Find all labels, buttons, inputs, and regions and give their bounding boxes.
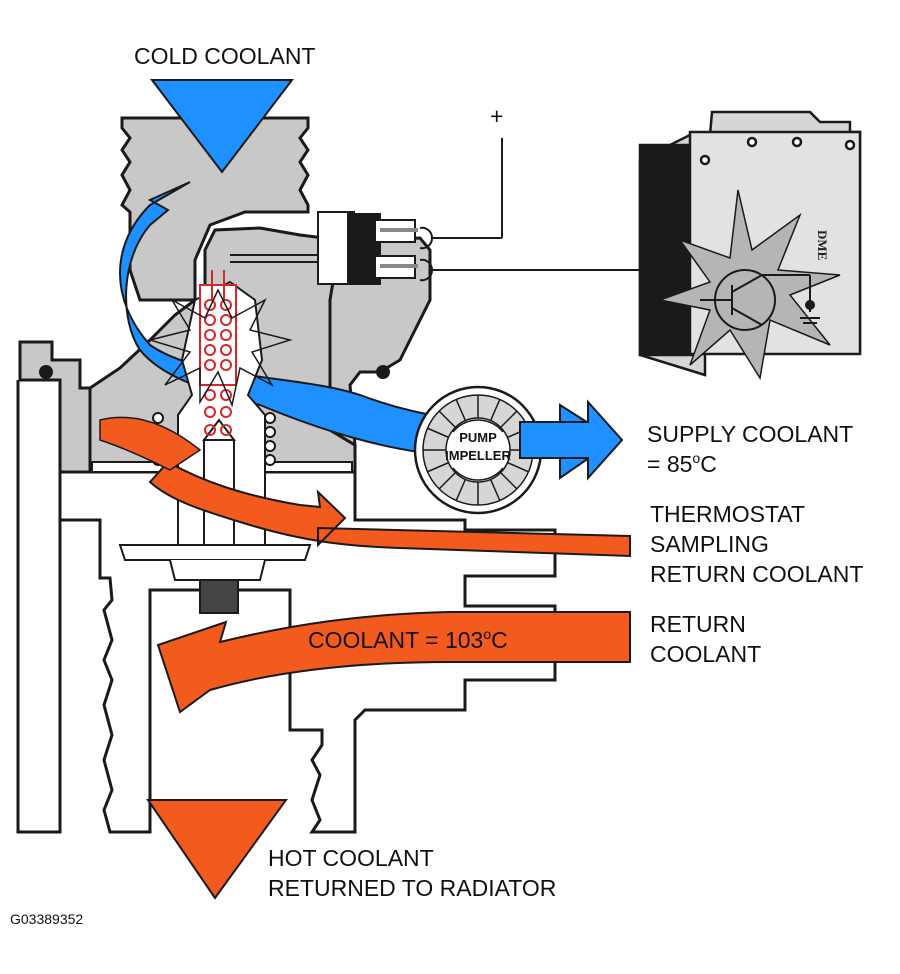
hot-outlet-arrow: [146, 799, 288, 900]
thermostat-label-line2: SAMPLING: [650, 531, 769, 557]
o-ring-left: [39, 365, 53, 379]
dme-burst: [657, 189, 841, 381]
o-ring-right: [376, 365, 390, 379]
heater-element: [199, 270, 237, 436]
hot-label-line1: HOT COOLANT: [268, 845, 434, 871]
coolant-temp-label: COOLANT = 103oC: [308, 626, 508, 653]
pump-label-line2: IMPELLER: [445, 448, 511, 463]
heat-burst: [147, 288, 293, 408]
transistor-symbol: [700, 269, 820, 331]
thermostat-label-line1: THERMOSTAT: [650, 501, 805, 527]
cold-coolant-label: COLD COOLANT: [134, 43, 315, 69]
supply-label-line2: = 85oC: [647, 450, 717, 477]
return-label-line1: RETURN: [650, 611, 746, 637]
dme-ground-dot: [805, 300, 815, 310]
supply-outlet-arrow: [519, 399, 624, 481]
return-label-line2: COOLANT: [650, 641, 761, 667]
electrical-connector: [317, 211, 418, 285]
thermostat-sampling-flow: [148, 460, 631, 558]
pump-label-line1: PUMP: [459, 430, 497, 445]
figure-code: G03389352: [10, 911, 83, 927]
supply-label-line1: SUPPLY COOLANT: [647, 421, 853, 447]
sampling-fan: [99, 416, 202, 471]
hot-return-flow: [156, 611, 631, 714]
positive-terminal-label: +: [490, 103, 503, 129]
thermostat-label-line3: RETURN COOLANT: [650, 561, 863, 587]
cold-inlet-arrow: [149, 79, 295, 174]
hot-label-line2: RETURNED TO RADIATOR: [268, 875, 556, 901]
dme-label: DME: [815, 230, 830, 260]
pump-impeller: [413, 385, 543, 515]
